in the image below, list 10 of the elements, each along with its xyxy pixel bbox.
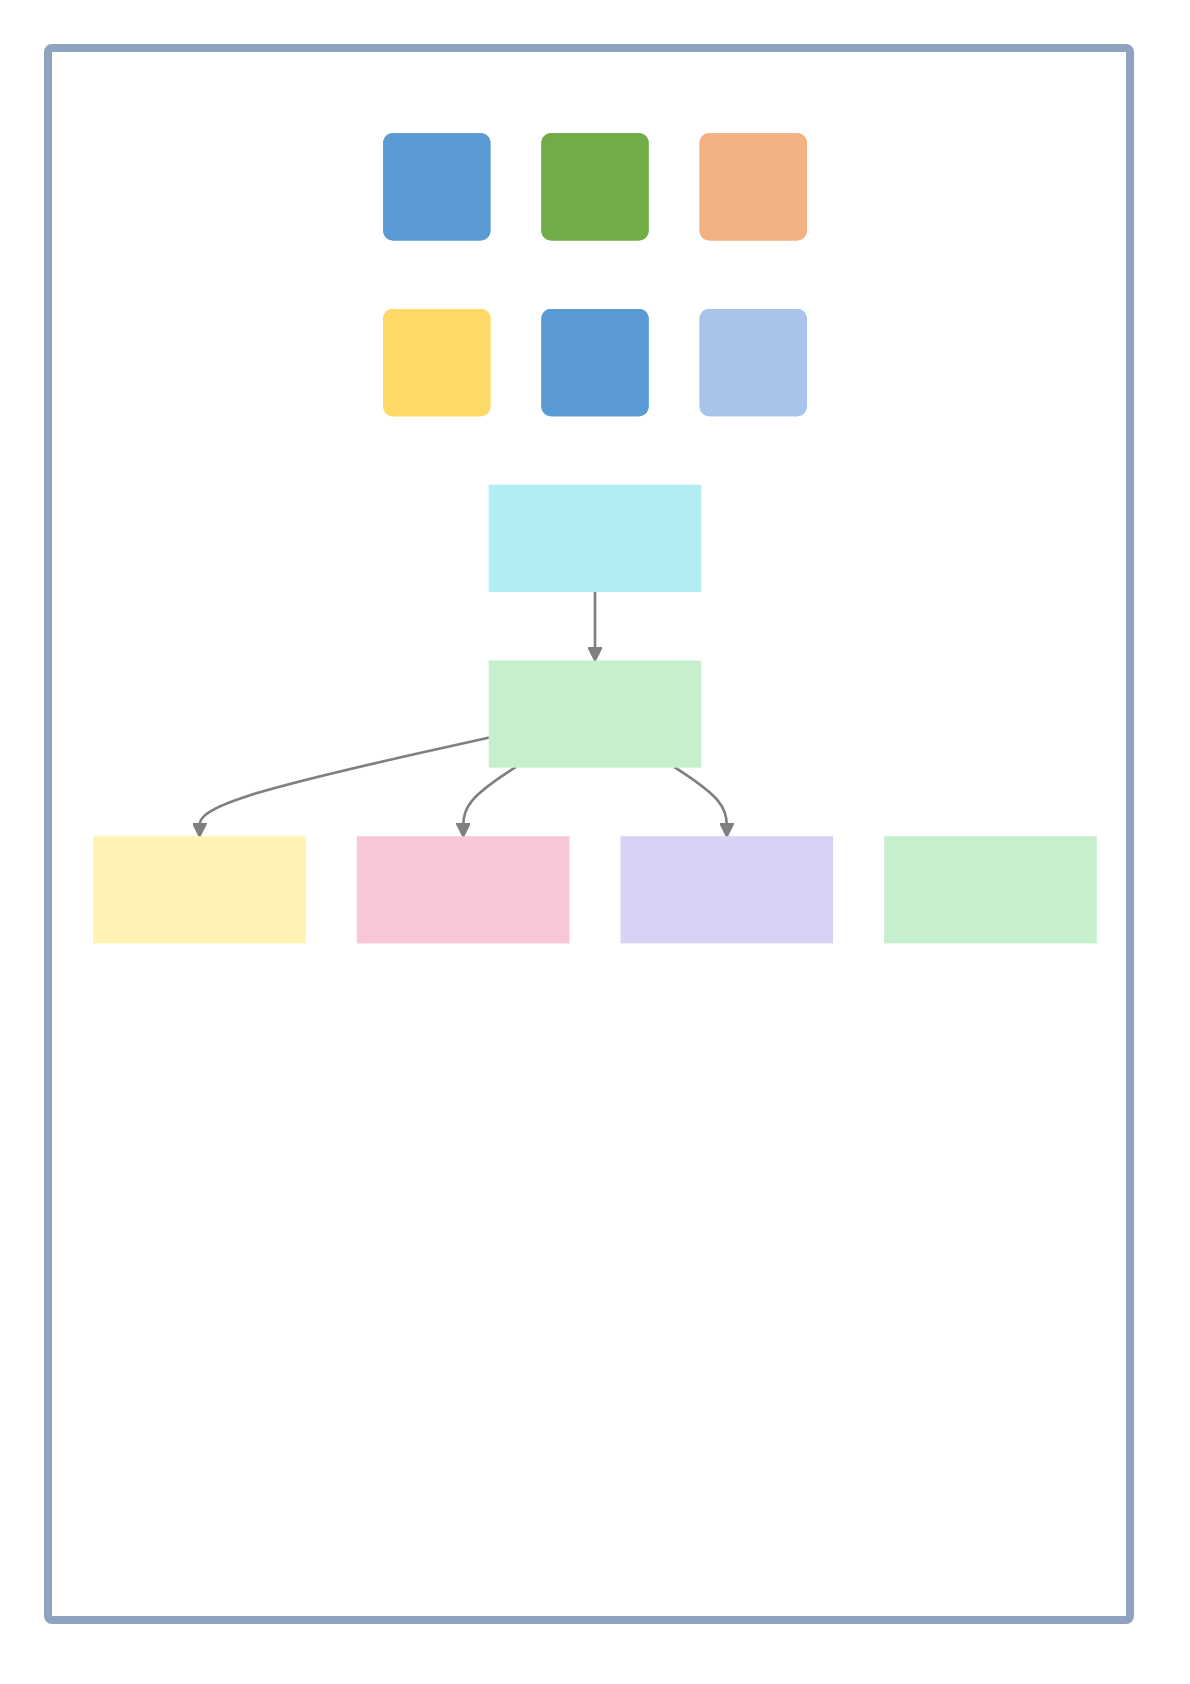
arrow — [587, 591, 603, 663]
arrow — [191, 736, 490, 838]
node-bar — [488, 660, 702, 768]
arrow — [673, 765, 735, 838]
node-bar — [884, 836, 1097, 944]
node-bar — [356, 836, 570, 944]
node-bar — [488, 484, 702, 592]
node-bar — [620, 836, 834, 944]
arrow — [455, 765, 517, 838]
node-bar — [93, 836, 306, 944]
